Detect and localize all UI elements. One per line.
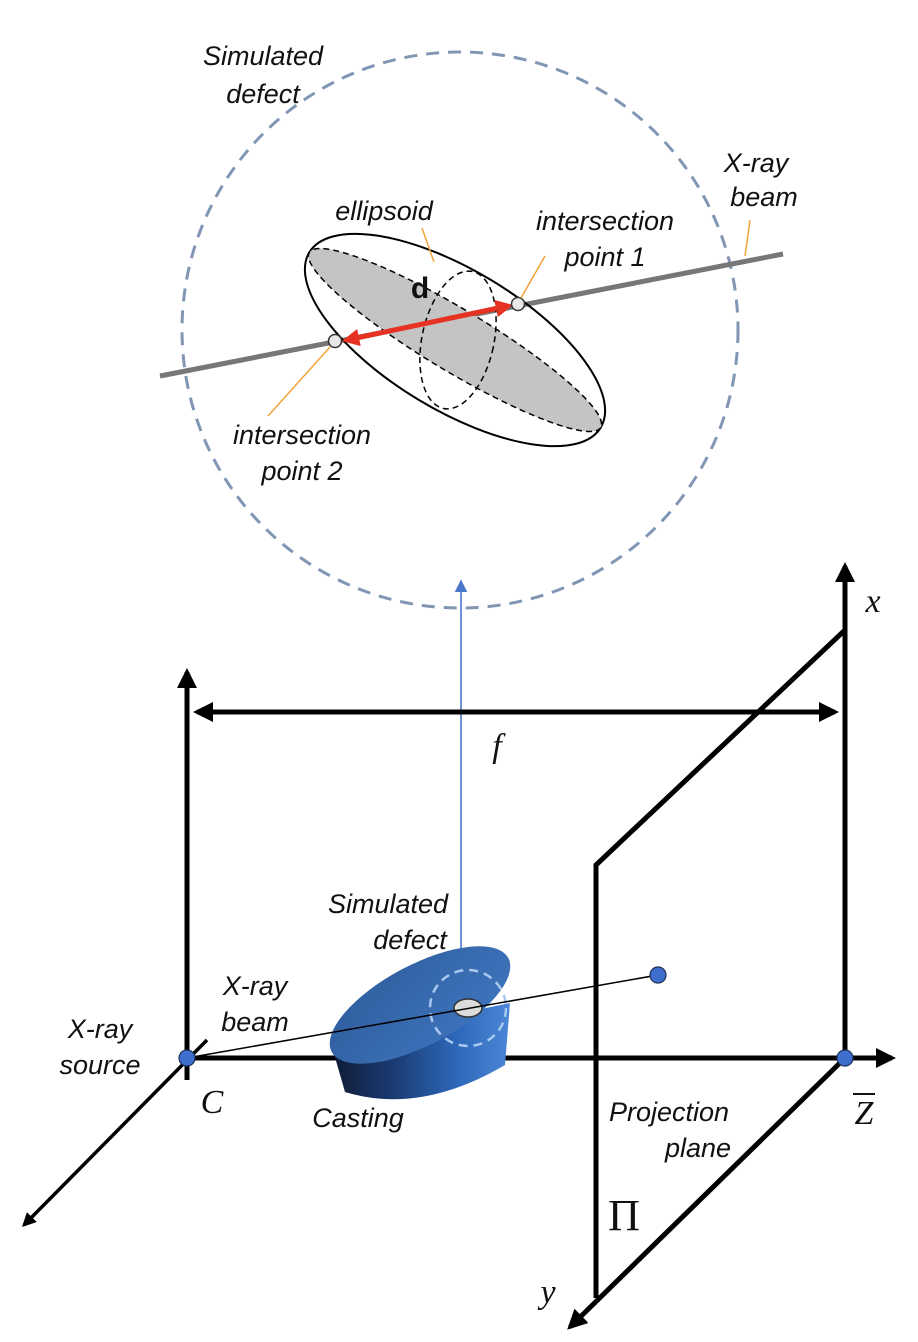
leader-beam — [744, 219, 751, 257]
z-label: Z — [853, 1093, 875, 1132]
zoom-dashed-circle — [180, 50, 740, 610]
leader-ellipsoid — [421, 227, 435, 263]
scene-beam-line — [186, 974, 659, 1059]
distance-label: d — [411, 272, 429, 305]
casting-defect-outline — [428, 968, 508, 1048]
ellipsoid-label: ellipsoid — [335, 196, 434, 226]
leader-point-2 — [267, 346, 331, 417]
leader-point-1 — [520, 255, 546, 299]
distance-arrow — [341, 299, 514, 347]
casting-label: Casting — [312, 1103, 404, 1133]
y-axis-label: y — [537, 1274, 556, 1311]
intersection-point-2-marker — [327, 333, 343, 349]
z-axis-label: Z — [855, 1095, 875, 1132]
z-point — [836, 1049, 854, 1067]
source-diagonal-axis — [22, 1038, 209, 1227]
casting — [329, 946, 511, 1100]
casting-side — [330, 1003, 510, 1100]
casting-top — [329, 946, 511, 1064]
intersection-point-1-marker — [510, 296, 526, 312]
y-axis — [567, 1056, 847, 1330]
projection-point — [649, 966, 667, 984]
plane-symbol: Π — [608, 1191, 640, 1240]
x-axis-label: x — [864, 583, 880, 620]
source-point — [178, 1049, 196, 1067]
projection-plane — [593, 628, 847, 1298]
focal-label: f — [492, 728, 506, 765]
origin-label: C — [201, 1084, 224, 1121]
